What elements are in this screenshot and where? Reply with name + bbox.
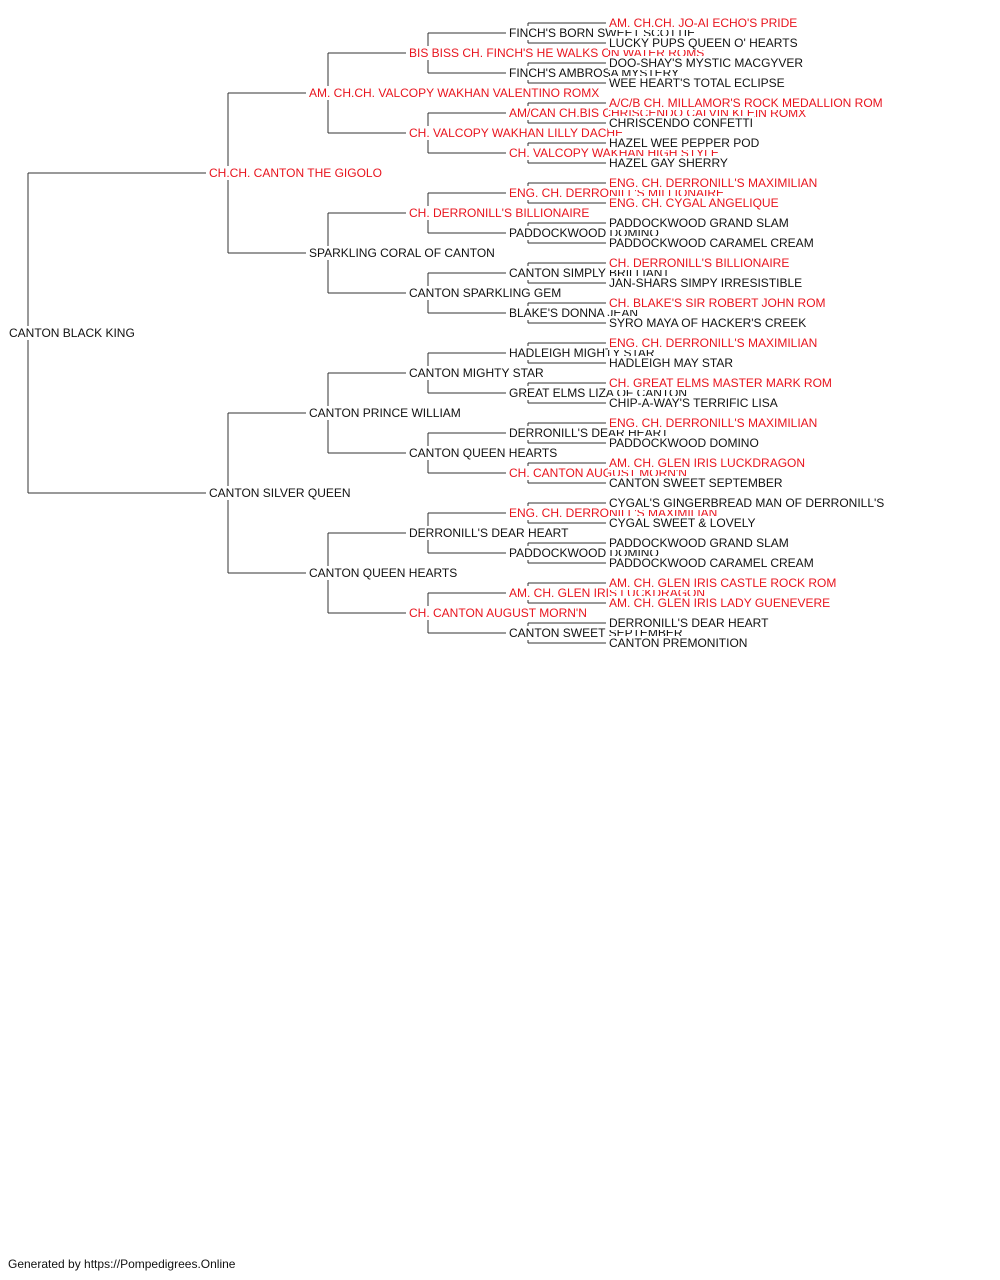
pedigree-node-gen5: HAZEL GAY SHERRY — [608, 156, 729, 170]
pedigree-node-gen5: PADDOCKWOOD GRAND SLAM — [608, 216, 790, 230]
pedigree-node-gen5: CANTON PREMONITION — [608, 636, 749, 650]
pedigree-node-gen1: CANTON SILVER QUEEN — [208, 486, 352, 500]
pedigree-node-gen5: CH. BLAKE'S SIR ROBERT JOHN ROM — [608, 296, 827, 310]
pedigree-node-gen5: CANTON SWEET SEPTEMBER — [608, 476, 784, 490]
pedigree-node-gen5: A/C/B CH. MILLAMOR'S ROCK MEDALLION ROM — [608, 96, 884, 110]
pedigree-node-gen5: CH. DERRONILL'S BILLIONAIRE — [608, 256, 791, 270]
pedigree-node-gen5: AM. CH.CH. JO-AI ECHO'S PRIDE — [608, 16, 799, 30]
pedigree-node-gen5: PADDOCKWOOD CARAMEL CREAM — [608, 556, 815, 570]
pedigree-node-gen5: WEE HEART'S TOTAL ECLIPSE — [608, 76, 786, 90]
pedigree-node-gen5: AM. CH. GLEN IRIS LADY GUENEVERE — [608, 596, 832, 610]
pedigree-node-gen5: ENG. CH. DERRONILL'S MAXIMILIAN — [608, 336, 819, 350]
pedigree-node-gen4: BLAKE'S DONNA JEAN — [508, 306, 639, 320]
pedigree-node-gen3: CANTON SPARKLING GEM — [408, 286, 563, 300]
pedigree-node-gen5: ENG. CH. CYGAL ANGELIQUE — [608, 196, 780, 210]
pedigree-node-gen1: CH.CH. CANTON THE GIGOLO — [208, 166, 383, 180]
pedigree-node-gen2: AM. CH.CH. VALCOPY WAKHAN VALENTINO ROMX — [308, 86, 601, 100]
pedigree-node-gen5: DERRONILL'S DEAR HEART — [608, 616, 770, 630]
pedigree-node-gen5: CYGAL SWEET & LOVELY — [608, 516, 757, 530]
pedigree-node-gen3: CH. VALCOPY WAKHAN LILLY DACHE — [408, 126, 625, 140]
pedigree-node-gen2: CANTON PRINCE WILLIAM — [308, 406, 462, 420]
pedigree-node-gen2: SPARKLING CORAL OF CANTON — [308, 246, 496, 260]
pedigree-node-gen5: SYRO MAYA OF HACKER'S CREEK — [608, 316, 808, 330]
pedigree-node-gen5: JAN-SHARS SIMPY IRRESISTIBLE — [608, 276, 804, 290]
pedigree-node-gen5: AM. CH. GLEN IRIS LUCKDRAGON — [608, 456, 807, 470]
pedigree-node-gen5: ENG. CH. DERRONILL'S MAXIMILIAN — [608, 176, 819, 190]
pedigree-node-gen5: PADDOCKWOOD CARAMEL CREAM — [608, 236, 815, 250]
pedigree-node-gen3: CH. CANTON AUGUST MORN'N — [408, 606, 588, 620]
pedigree-node-gen0: CANTON BLACK KING — [8, 326, 136, 340]
pedigree-node-gen5: HADLEIGH MAY STAR — [608, 356, 735, 370]
pedigree-node-gen3: CANTON QUEEN HEARTS — [408, 446, 559, 460]
pedigree-node-gen5: CHRISCENDO CONFETTI — [608, 116, 754, 130]
pedigree-node-gen5: PADDOCKWOOD GRAND SLAM — [608, 536, 790, 550]
pedigree-node-gen5: CH. GREAT ELMS MASTER MARK ROM — [608, 376, 833, 390]
pedigree-node-gen5: CHIP-A-WAY'S TERRIFIC LISA — [608, 396, 779, 410]
pedigree-node-gen3: CANTON MIGHTY STAR — [408, 366, 545, 380]
pedigree-node-gen3: DERRONILL'S DEAR HEART — [408, 526, 570, 540]
pedigree-node-gen5: CYGAL'S GINGERBREAD MAN OF DERRONILL'S — [608, 496, 886, 510]
pedigree-node-gen5: DOO-SHAY'S MYSTIC MACGYVER — [608, 56, 805, 70]
pedigree-node-gen3: CH. DERRONILL'S BILLIONAIRE — [408, 206, 591, 220]
pedigree-node-gen5: LUCKY PUPS QUEEN O' HEARTS — [608, 36, 799, 50]
pedigree-node-gen5: HAZEL WEE PEPPER POD — [608, 136, 761, 150]
pedigree-node-gen5: PADDOCKWOOD DOMINO — [608, 436, 760, 450]
pedigree-node-gen2: CANTON QUEEN HEARTS — [308, 566, 459, 580]
pedigree-node-gen5: AM. CH. GLEN IRIS CASTLE ROCK ROM — [608, 576, 838, 590]
pedigree-node-gen5: ENG. CH. DERRONILL'S MAXIMILIAN — [608, 416, 819, 430]
footer-credit: Generated by https://Pompedigrees.Online — [8, 1257, 236, 1271]
